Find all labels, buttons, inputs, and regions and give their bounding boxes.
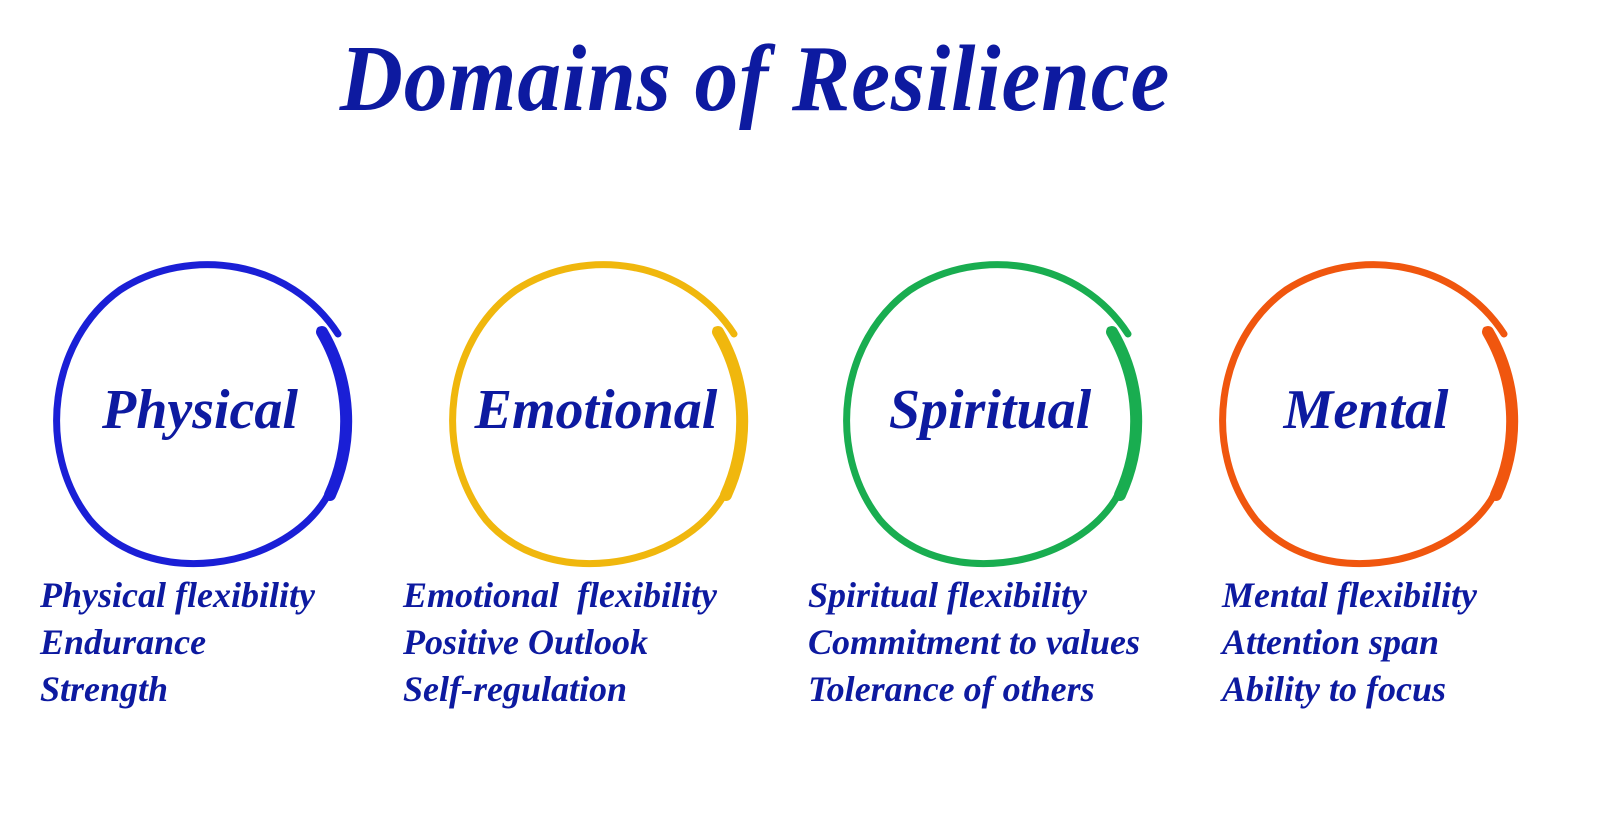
domain-label: Emotional — [474, 379, 718, 441]
attribute-item: Physical flexibility — [40, 575, 315, 615]
circle-ring-icon — [1206, 250, 1526, 570]
spiritual-attribute-list: Spiritual flexibility Commitment to valu… — [808, 572, 1140, 713]
domain-label: Physical — [102, 379, 298, 441]
attribute-item: Attention span — [1222, 622, 1440, 662]
attribute-item: Emotional flexibility — [403, 575, 717, 615]
attribute-item: Endurance — [40, 622, 207, 662]
domain-label: Mental — [1283, 379, 1449, 441]
diagram-title: Domains of Resilience — [339, 27, 1171, 131]
attribute-item: Positive Outlook — [403, 622, 648, 662]
circle-ring-icon — [830, 250, 1150, 570]
attribute-item: Spiritual flexibility — [808, 575, 1088, 615]
emotional-attribute-list: Emotional flexibility Positive Outlook S… — [403, 572, 717, 713]
circle-ring-icon — [436, 250, 756, 570]
physical-attribute-list: Physical flexibility Endurance Strength — [40, 572, 315, 713]
mental-attribute-list: Mental flexibility Attention span Abilit… — [1222, 572, 1477, 713]
attribute-item: Strength — [40, 669, 169, 709]
domain-label: Spiritual — [888, 379, 1092, 441]
attribute-item: Ability to focus — [1222, 669, 1446, 709]
attribute-item: Self-regulation — [403, 669, 628, 709]
attribute-item: Tolerance of others — [808, 669, 1095, 709]
circle-ring-icon — [40, 250, 360, 570]
attribute-item: Commitment to values — [808, 622, 1141, 662]
attribute-item: Mental flexibility — [1222, 575, 1477, 615]
